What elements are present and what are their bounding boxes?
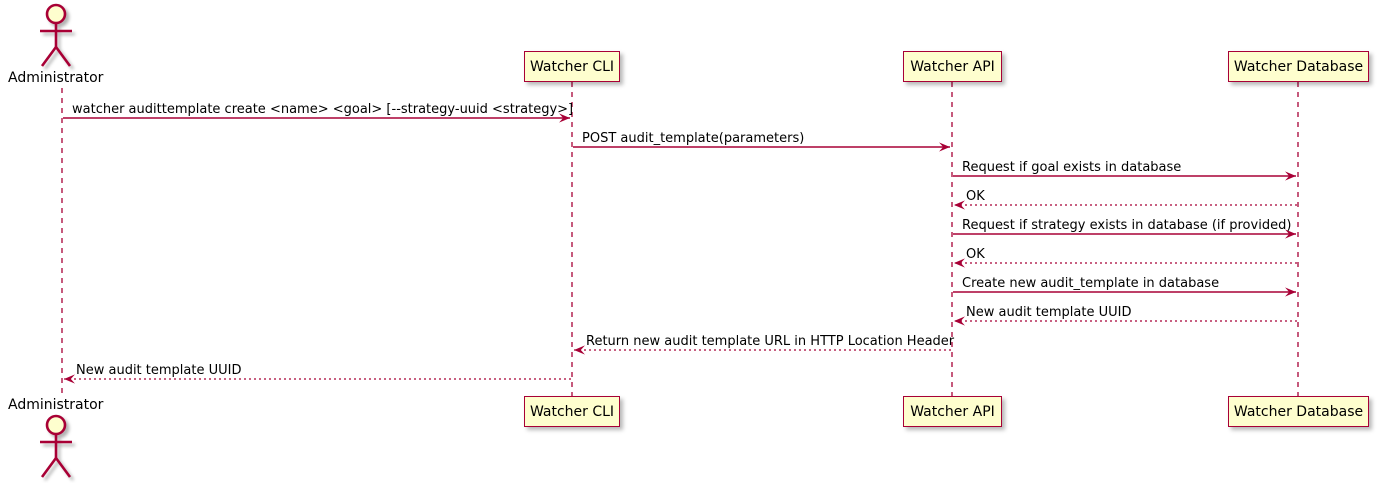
message-label-7: Create new audit_template in database	[962, 276, 1220, 291]
participant-box-watcher-cli-top[interactable]: Watcher CLI	[524, 51, 620, 82]
actor-label-administrator-bottom: Administrator	[8, 397, 104, 413]
participant-box-watcher-database-bottom[interactable]: Watcher Database	[1228, 396, 1369, 427]
participant-box-watcher-api-top[interactable]: Watcher API	[903, 51, 1002, 82]
actor-administrator-top	[40, 3, 72, 67]
participant-box-watcher-api-bottom[interactable]: Watcher API	[903, 396, 1002, 427]
participant-label: Watcher API	[910, 403, 995, 420]
message-arrowhead-9	[574, 345, 585, 355]
actor-administrator-bottom	[40, 414, 72, 478]
message-label-2: POST audit_template(parameters)	[582, 131, 805, 146]
message-arrows	[63, 113, 1297, 384]
message-label-5: Request if strategy exists in database (…	[962, 218, 1292, 233]
message-arrowhead-2	[939, 142, 950, 152]
participant-label: Watcher CLI	[529, 58, 615, 75]
message-arrowhead-5	[1285, 229, 1296, 239]
message-arrowhead-8	[954, 316, 965, 326]
message-arrowhead-3	[1285, 171, 1296, 181]
message-arrowhead-6	[954, 258, 965, 268]
message-label-3: Request if goal exists in database	[962, 160, 1182, 175]
message-label-6: OK	[966, 247, 985, 262]
participant-label: Watcher API	[910, 58, 995, 75]
message-label-1: watcher audittemplate create <name> <goa…	[72, 102, 574, 117]
participant-label: Watcher Database	[1233, 403, 1364, 420]
actor-label-administrator-top: Administrator	[8, 70, 104, 86]
message-arrowhead-10	[64, 374, 75, 384]
message-arrowhead-1	[559, 113, 570, 123]
participant-label: Watcher CLI	[529, 403, 615, 420]
participant-box-watcher-cli-bottom[interactable]: Watcher CLI	[524, 396, 620, 427]
lifelines	[61, 82, 1299, 396]
message-label-10: New audit template UUID	[76, 363, 242, 378]
message-arrowhead-4	[954, 200, 965, 210]
participant-box-watcher-database-top[interactable]: Watcher Database	[1228, 51, 1369, 82]
message-label-4: OK	[966, 189, 985, 204]
message-label-8: New audit template UUID	[966, 305, 1132, 320]
participant-label: Watcher Database	[1233, 58, 1364, 75]
message-arrowhead-7	[1285, 287, 1296, 297]
message-label-9: Return new audit template URL in HTTP Lo…	[586, 334, 955, 349]
